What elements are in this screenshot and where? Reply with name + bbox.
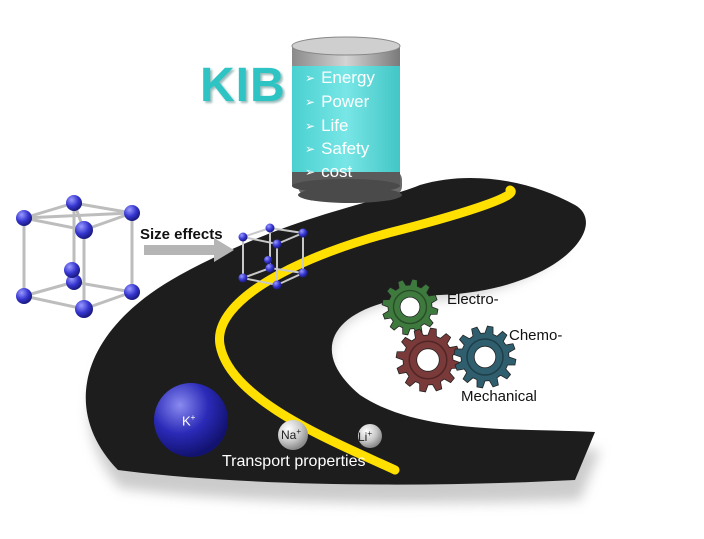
gear-hub xyxy=(473,345,497,369)
k-ion-label: K+ xyxy=(182,413,195,428)
li-ion xyxy=(358,424,382,448)
feature-energy: ➢ Energy xyxy=(305,68,375,88)
ion-symbol: Li xyxy=(358,430,368,444)
kib-title: KIB xyxy=(200,59,286,112)
ion-charge: + xyxy=(367,429,373,438)
large-lattice-atoms xyxy=(16,195,140,318)
arrow-bullet-icon: ➢ xyxy=(305,142,316,156)
transport-properties-label: Transport properties xyxy=(222,453,366,470)
k-ion xyxy=(154,383,228,457)
ion-symbol: Na xyxy=(281,428,297,442)
chemo-label: Chemo- xyxy=(509,327,563,344)
na-ion-label: Na+ xyxy=(281,427,301,442)
gear-ring xyxy=(392,289,428,325)
feature-power: ➢ Power xyxy=(305,92,369,112)
ion-symbol: K xyxy=(182,413,191,429)
small-lattice-atoms xyxy=(238,223,308,290)
large-lattice xyxy=(22,201,138,311)
arrow-bullet-icon: ➢ xyxy=(305,71,316,85)
feature-label: cost xyxy=(321,162,353,181)
ion-charge: + xyxy=(296,427,302,436)
feature-label: Life xyxy=(321,116,349,135)
feature-label: Safety xyxy=(321,139,370,158)
size-effects-arrow xyxy=(144,238,234,262)
feature-cost: ➢ cost xyxy=(305,162,352,182)
gear-hub xyxy=(399,296,421,318)
arrow-bullet-icon: ➢ xyxy=(305,95,316,109)
gear-red-icon xyxy=(395,327,461,393)
gear-ring xyxy=(466,338,504,376)
feature-label: Power xyxy=(321,92,370,111)
ion-charge: + xyxy=(190,413,196,422)
battery xyxy=(291,36,402,203)
electro-label: Electro- xyxy=(447,291,499,308)
feature-label: Energy xyxy=(321,68,375,87)
arrow-bullet-icon: ➢ xyxy=(305,165,316,179)
mechanical-label: Mechanical xyxy=(461,388,537,405)
gear-hub xyxy=(416,348,440,372)
gear-teal-icon xyxy=(453,325,517,389)
li-ion-label: Li+ xyxy=(358,429,372,444)
arrow-bullet-icon: ➢ xyxy=(305,119,316,133)
na-ion xyxy=(278,420,308,450)
gear-ring xyxy=(408,340,448,380)
size-effects-label: Size effects xyxy=(140,226,223,243)
gear-green-icon xyxy=(381,278,439,336)
feature-safety: ➢ Safety xyxy=(305,139,369,159)
feature-life: ➢ Life xyxy=(305,116,348,136)
